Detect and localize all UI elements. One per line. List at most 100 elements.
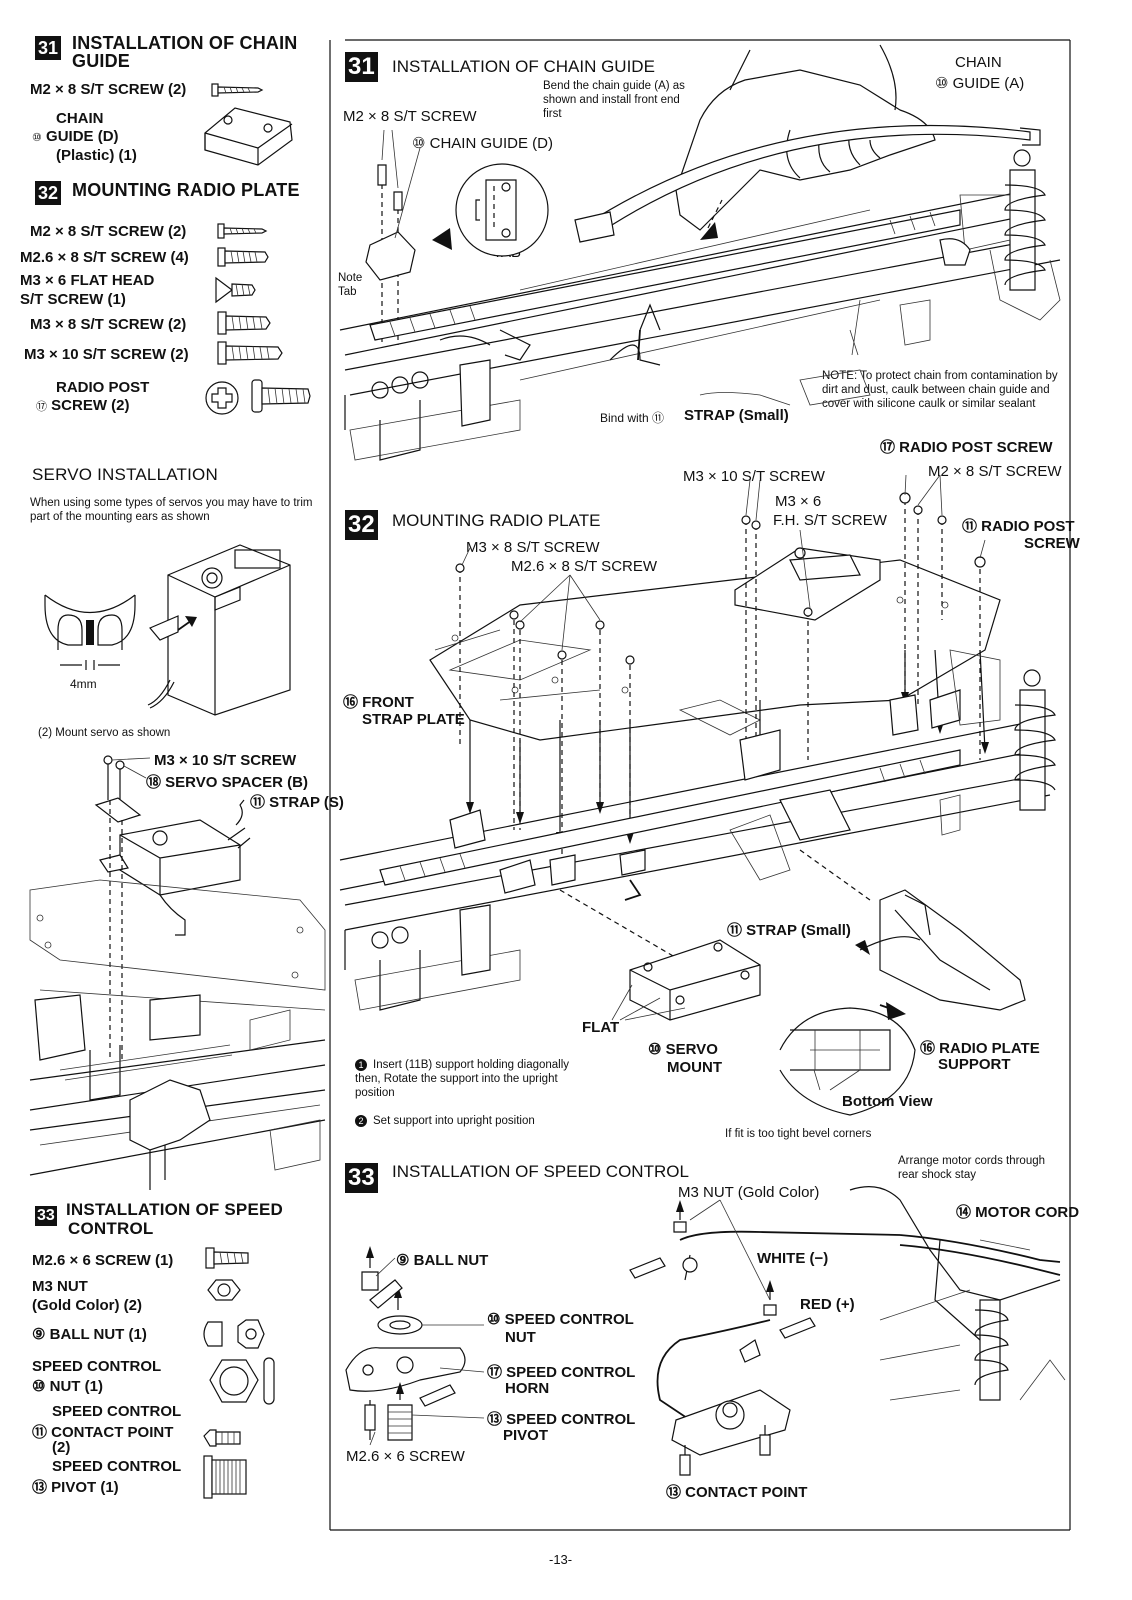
- lbl-32-radio-post-top: ⑰ RADIO POST SCREW: [880, 439, 1053, 456]
- right-step31-instructions: Bend the chain guide (A) as shown and in…: [543, 80, 685, 120]
- part-m26x6: M2.6 × 6 SCREW (1): [32, 1252, 174, 1269]
- lbl-33-m26x6: M2.6 × 6 SCREW: [346, 1448, 465, 1465]
- step-number-32: 32: [35, 181, 62, 205]
- lbl-32-radio-post-right-2: SCREW: [1024, 535, 1080, 552]
- lbl-33-contact-point: ⑬ CONTACT POINT: [666, 1484, 808, 1501]
- servo-lbl-screw: M3 × 10 S/T SCREW: [154, 752, 297, 769]
- lbl-32-m26x8: M2.6 × 8 S/T SCREW: [511, 558, 658, 575]
- lbl-31-strap: STRAP (Small): [684, 407, 789, 424]
- lbl-31-chain-guide-a-2: ⑩ GUIDE (A): [935, 75, 1025, 92]
- part-sc-contact-3: (2): [52, 1439, 71, 1456]
- left-step33-header: 33: [35, 1206, 57, 1226]
- lbl-31-screw: M2 × 8 S/T SCREW: [343, 108, 477, 125]
- part-sc-contact-2: ⑪ CONTACT POINT: [32, 1424, 174, 1441]
- part-chain-guide-d-line2: GUIDE (D): [46, 128, 119, 145]
- lbl-32-m3x8: M3 × 8 S/T SCREW: [466, 539, 600, 556]
- lbl-32-front-2: STRAP PLATE: [362, 711, 465, 728]
- trim-dimension: 4mm: [70, 677, 97, 691]
- lbl-31-note-tab: Note Tab: [338, 272, 362, 300]
- page-number: -13-: [549, 1552, 573, 1567]
- part-m3-nut-2: (Gold Color) (2): [32, 1297, 142, 1314]
- part-chain-guide-d-line3: (Plastic) (1): [56, 147, 137, 164]
- servo-lbl-spacer: ⑱ SERVO SPACER (B): [146, 774, 308, 791]
- lbl-33-ball-nut: ⑨ BALL NUT: [396, 1252, 489, 1269]
- part-m3x6-flat: M3 × 6 FLAT HEAD: [20, 272, 155, 289]
- servo-step-2: (2) Mount servo as shown: [38, 727, 171, 739]
- step-number-31-main: 31: [345, 52, 378, 82]
- step-number-33-main: 33: [345, 1163, 378, 1193]
- left-step31-title: INSTALLATION OF CHAIN GUIDE: [72, 34, 298, 70]
- left-step31-header: 31: [35, 36, 62, 60]
- lbl-32-m3x6b: F.H. S/T SCREW: [773, 512, 887, 529]
- step-number-32-main: 32: [345, 510, 378, 540]
- part-sc-nut-2: ⑩ NUT (1): [32, 1378, 103, 1395]
- lbl-32-m3x10: M3 × 10 S/T SCREW: [683, 468, 825, 485]
- part-m26x8: M2.6 × 8 S/T SCREW (4): [20, 249, 189, 266]
- lbl-33-sc-horn-1: ⑰ SPEED CONTROL: [487, 1364, 636, 1381]
- part-sc-pivot-2: ⑬ PIVOT (1): [32, 1479, 119, 1496]
- lbl-32-strap-small: ⑪ STRAP (Small): [727, 922, 851, 939]
- step-number-33: 33: [35, 1206, 57, 1226]
- part-sc-pivot-1: SPEED CONTROL: [52, 1458, 182, 1475]
- lbl-32-radio-support-1: ⑯ RADIO PLATE: [920, 1040, 1040, 1057]
- lbl-31-chain-guide-a-1: CHAIN: [955, 54, 1002, 71]
- right-step33-title: INSTALLATION OF SPEED CONTROL: [392, 1162, 689, 1181]
- right-step33-header: 33: [345, 1163, 378, 1193]
- lbl-32-servo-mount-2: MOUNT: [667, 1059, 722, 1076]
- lbl-32-bottom-view: Bottom View: [842, 1093, 933, 1110]
- lbl-32-servo-mount-1: ⑩ SERVO: [648, 1041, 718, 1058]
- lbl-33-red: RED (+): [800, 1296, 855, 1313]
- lbl-31-note-tab-1: Note: [338, 272, 363, 284]
- part-m3x6-flat-2: S/T SCREW (1): [20, 291, 126, 308]
- part-m3x10: M3 × 10 S/T SCREW (2): [24, 346, 189, 363]
- step-number-31: 31: [35, 36, 62, 60]
- servo-installation-note: When using some types of servos you may …: [30, 497, 313, 523]
- lbl-33-arrange: Arrange motor cords through rear shock s…: [898, 1155, 1046, 1181]
- lbl-33-sc-nut-2: NUT: [505, 1329, 536, 1346]
- lbl-31-chain-guide-a: CHAIN: [955, 54, 1002, 71]
- left-step33-title-line1: INSTALLATION OF SPEED: [66, 1200, 284, 1219]
- part-m2x8: M2 × 8 S/T SCREW (2): [30, 223, 187, 240]
- part-chain-guide-d: CHAIN ⑩ GUIDE (D) (Plastic) (1): [32, 110, 137, 165]
- lbl-33-m3-nut: M3 NUT (Gold Color): [678, 1184, 820, 1201]
- left-step31-title-line2: GUIDE: [72, 51, 131, 71]
- right-step32-header: 32: [345, 510, 378, 540]
- part-sc-contact-1: SPEED CONTROL: [52, 1403, 182, 1420]
- lbl-33-sc-pivot-2: PIVOT: [503, 1427, 549, 1444]
- lbl-32-front-1: ⑯ FRONT: [343, 694, 414, 711]
- lbl-32-radio-support-2: SUPPORT: [938, 1056, 1011, 1073]
- right-step31-header: 31: [345, 52, 378, 82]
- lbl-32-flat: FLAT: [582, 1019, 620, 1036]
- lbl-33-sc-pivot-1: ⑬ SPEED CONTROL: [487, 1411, 636, 1428]
- bullet-1-icon: 1: [355, 1059, 367, 1071]
- left-step31-title-line1: INSTALLATION OF CHAIN: [72, 33, 298, 53]
- part-chain-guide-d-line1: CHAIN: [56, 110, 104, 127]
- step-32-fit-note: If fit is too tight bevel corners: [725, 1128, 872, 1140]
- servo-lbl-strap: ⑪ STRAP (S): [250, 794, 344, 811]
- lbl-33-white: WHITE (−): [757, 1250, 829, 1267]
- servo-installation-title: SERVO INSTALLATION: [32, 465, 218, 484]
- left-step33-title: INSTALLATION OF SPEED CONTROL: [66, 1200, 283, 1238]
- right-step31-title: INSTALLATION OF CHAIN GUIDE: [392, 57, 655, 76]
- lbl-31-bind: Bind with ⑪: [600, 411, 665, 425]
- right-step32-title: MOUNTING RADIO PLATE: [392, 511, 601, 530]
- lbl-31-note-tab-2: Tab: [338, 285, 357, 298]
- part-ball-nut: ⑨ BALL NUT (1): [32, 1326, 147, 1343]
- lbl-32-radio-post-right-1: ⑪ RADIO POST: [962, 518, 1075, 535]
- part-m3-nut: M3 NUT: [32, 1278, 88, 1295]
- step-32-note-1-text: Insert (11B) support holding diagonally …: [355, 1059, 570, 1099]
- part-sc-nut-1: SPEED CONTROL: [32, 1358, 162, 1375]
- lbl-32-m2x8: M2 × 8 S/T SCREW: [928, 463, 1062, 480]
- lbl-33-sc-nut-1: ⑩ SPEED CONTROL: [487, 1311, 634, 1328]
